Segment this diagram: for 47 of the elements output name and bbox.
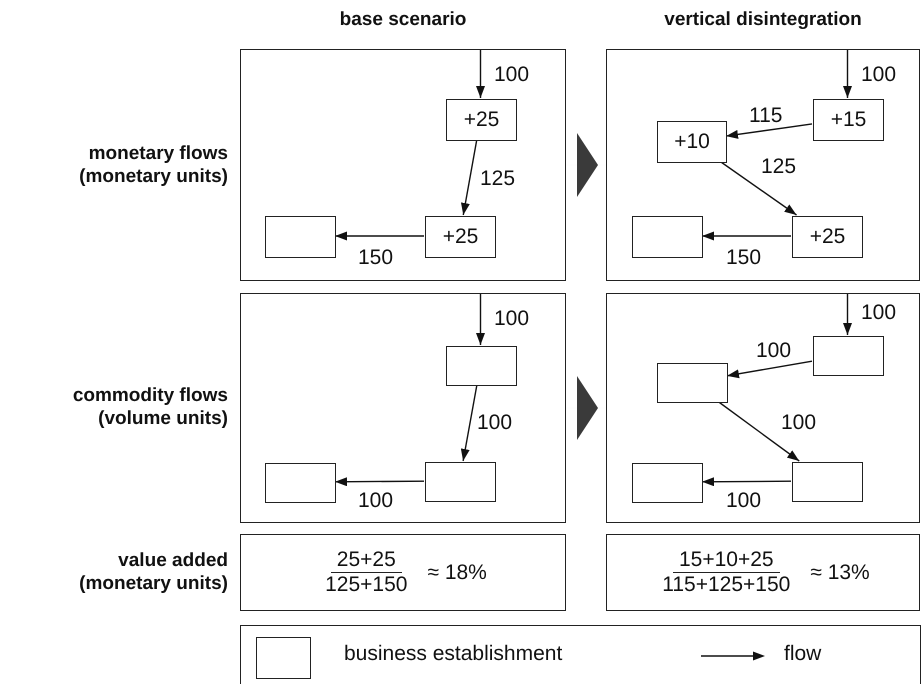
- establishment-box: [446, 346, 517, 386]
- flow-arrow: [726, 123, 812, 139]
- establishment-box: [265, 216, 336, 258]
- establishment-box: [265, 463, 336, 503]
- establishment-box: +15: [813, 99, 884, 141]
- flow-arrow: [718, 401, 800, 462]
- column-heading: vertical disintegration: [663, 8, 863, 31]
- establishment-box: [792, 462, 863, 502]
- scenario-panel: [240, 293, 566, 523]
- establishment-box: [632, 216, 703, 258]
- establishment-box: +25: [446, 99, 517, 141]
- establishment-box: [813, 336, 884, 376]
- numerator-text: 25+25: [330, 548, 402, 573]
- row-heading: value added (monetary units): [78, 549, 228, 595]
- flow-arrow: [335, 477, 424, 486]
- flow-arrow: [726, 360, 812, 378]
- flow-arrow: [720, 161, 797, 216]
- establishment-box: [657, 363, 728, 403]
- percentage-text: ≈ 18%: [427, 560, 487, 584]
- legend-label: flow: [784, 642, 822, 666]
- legend-label: business establishment: [344, 642, 562, 666]
- establishment-box: +25: [425, 216, 496, 258]
- establishment-box: [632, 463, 703, 503]
- percentage-text: ≈ 13%: [810, 560, 870, 584]
- row-heading: monetary flows (monetary units): [78, 142, 228, 188]
- scenario-panel: [606, 293, 920, 523]
- flow-arrow: [460, 140, 478, 216]
- value-added-panel: [606, 534, 920, 611]
- flow-arrow: [843, 49, 852, 98]
- scenario-panel: [240, 49, 566, 281]
- column-heading: base scenario: [338, 8, 468, 31]
- scenario-panel: [606, 49, 920, 281]
- denominator-text: 125+150: [324, 573, 408, 597]
- flow-arrow: [335, 232, 424, 240]
- flow-arrow: [702, 232, 791, 240]
- numerator-text: 15+10+25: [672, 548, 780, 573]
- flow-arrow: [460, 384, 478, 462]
- establishment-box: [425, 462, 496, 502]
- value-added-panel: [240, 534, 566, 611]
- row-heading: commodity flows (volume units): [72, 384, 228, 430]
- establishment-box: +25: [792, 216, 863, 258]
- establishment-box: +10: [657, 121, 727, 163]
- denominator-text: 115+125+150: [661, 573, 792, 597]
- flow-arrow: [476, 49, 485, 98]
- flow-arrow: [476, 293, 485, 345]
- flow-arrow: [702, 477, 791, 486]
- flow-arrow: [843, 293, 852, 335]
